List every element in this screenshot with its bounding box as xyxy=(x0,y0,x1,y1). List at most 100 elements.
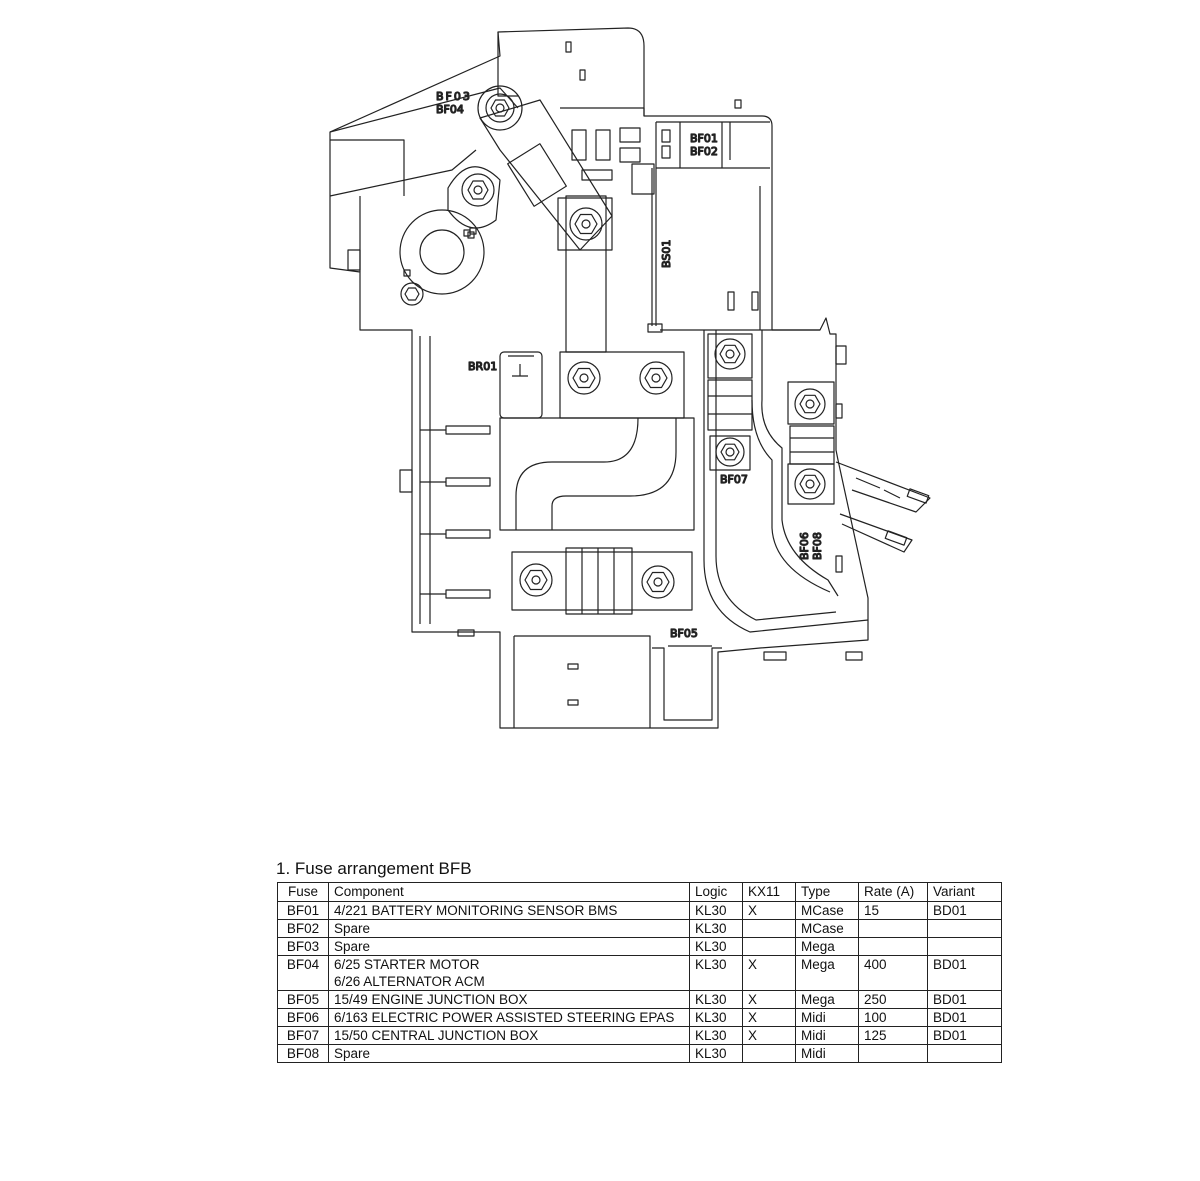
bf08-stud-nut xyxy=(799,474,821,494)
bf08-stud-frame xyxy=(787,463,835,505)
header-fuse: Fuse xyxy=(277,882,329,902)
label-bf03: BF03 xyxy=(436,90,472,103)
bf03-fuse-body xyxy=(507,143,567,207)
cell-variant: BD01 xyxy=(927,955,1002,991)
cell-variant xyxy=(927,937,1002,956)
cell-kx11 xyxy=(742,1044,796,1063)
cell-rate xyxy=(858,1044,928,1063)
bf07-stud-bottom-nut xyxy=(720,443,740,461)
cable-outlet xyxy=(835,461,931,513)
main-terminal-ring xyxy=(419,229,465,275)
mini-fuse-bf01 xyxy=(661,129,671,143)
middle-stud-left xyxy=(567,361,601,395)
fuse-table: Fuse Component Logic KX11 Type Rate (A) … xyxy=(277,882,1002,1063)
housing-ridge xyxy=(497,32,518,97)
latch xyxy=(652,647,722,721)
alternator-nut xyxy=(467,180,489,200)
cell-fuse: BF07 xyxy=(277,1026,329,1045)
component-line: 15/49 ENGINE JUNCTION BOX xyxy=(334,992,528,1007)
small-stud xyxy=(400,282,424,306)
bus-stud-top-nut xyxy=(574,213,598,235)
mount-block xyxy=(571,129,587,161)
right-channel xyxy=(761,330,839,597)
cell-kx11: X xyxy=(742,955,796,991)
br01-relay xyxy=(499,351,543,419)
cell-type: Midi xyxy=(795,1026,859,1045)
connector-terminal xyxy=(445,529,491,539)
cell-component: 15/50 CENTRAL JUNCTION BOX xyxy=(328,1026,690,1045)
mount-tab xyxy=(399,469,413,493)
bs01-contact xyxy=(647,323,663,333)
label-bf01: BF01 xyxy=(690,132,718,145)
mount-tab xyxy=(835,555,843,573)
bf05-stud-right-center xyxy=(653,577,663,587)
bf07-stud-frame xyxy=(709,435,751,471)
cell-variant xyxy=(927,919,1002,938)
label-bf04: BF04 xyxy=(436,103,464,116)
component-line: Spare xyxy=(334,1046,371,1061)
alternator-nut-center xyxy=(473,185,483,195)
cell-kx11 xyxy=(742,919,796,938)
cable-clip xyxy=(884,530,908,546)
component-line: 6/25 STARTER MOTOR xyxy=(334,957,480,972)
label-bf06: BF06 xyxy=(798,532,811,560)
cell-component: 15/49 ENGINE JUNCTION BOX xyxy=(328,990,690,1009)
cell-type: Mega xyxy=(795,955,859,991)
middle-stud-right-nut xyxy=(644,367,668,389)
label-bf05: BF05 xyxy=(670,627,698,640)
cell-variant: BD01 xyxy=(927,901,1002,920)
terminal-pin xyxy=(467,231,475,239)
cell-rate xyxy=(858,937,928,956)
bf07-stud-top-nut xyxy=(719,344,741,364)
bf05-stud-left-center xyxy=(531,575,541,585)
br01-relay-detail xyxy=(508,355,534,377)
cell-variant: BD01 xyxy=(927,1008,1002,1027)
cell-fuse: BF02 xyxy=(277,919,329,938)
bf07-stud-top xyxy=(714,338,746,370)
header-variant: Variant xyxy=(927,882,1002,902)
bf04-bus-bar xyxy=(479,99,613,251)
left-wall xyxy=(419,336,431,624)
housing-ridge xyxy=(329,87,519,133)
cell-logic: KL30 xyxy=(689,937,743,956)
cell-logic: KL30 xyxy=(689,990,743,1009)
housing-ridge xyxy=(329,149,477,197)
connector-terminal xyxy=(445,589,491,599)
slot xyxy=(727,291,735,311)
cell-variant: BD01 xyxy=(927,1026,1002,1045)
cell-variant: BD01 xyxy=(927,990,1002,1009)
cable-outlet xyxy=(839,513,913,553)
cell-rate: 400 xyxy=(858,955,928,991)
bf06-stud-top xyxy=(794,388,826,420)
bf07-stud-top-center xyxy=(725,349,735,359)
slot xyxy=(845,651,863,661)
mount-tab xyxy=(835,345,847,365)
middle-stud-right xyxy=(639,361,673,395)
cell-logic: KL30 xyxy=(689,1008,743,1027)
bf07-fuse xyxy=(707,379,753,431)
bus-stud-frame xyxy=(557,197,613,251)
main-terminal-ring xyxy=(399,209,485,295)
fuse-box-diagram: BF03 BF04 BF01 BF02 BS01 BR01 BF07 BF06 … xyxy=(329,27,931,729)
cell-logic: KL30 xyxy=(689,955,743,991)
mount-tab xyxy=(347,249,361,271)
cell-rate: 125 xyxy=(858,1026,928,1045)
housing-ridge xyxy=(655,121,770,169)
middle-stud-left-center xyxy=(579,373,589,383)
cell-kx11: X xyxy=(742,1026,796,1045)
bf05-stud-right xyxy=(641,565,675,599)
bf07-stud-frame xyxy=(707,333,753,379)
bf03-bolt-center xyxy=(495,103,505,113)
cell-rate: 100 xyxy=(858,1008,928,1027)
middle-terminal-frame xyxy=(559,351,685,419)
bus-stud-top-center xyxy=(581,219,591,229)
header-rate: Rate (A) xyxy=(858,882,928,902)
bf03-bolt xyxy=(485,93,515,123)
